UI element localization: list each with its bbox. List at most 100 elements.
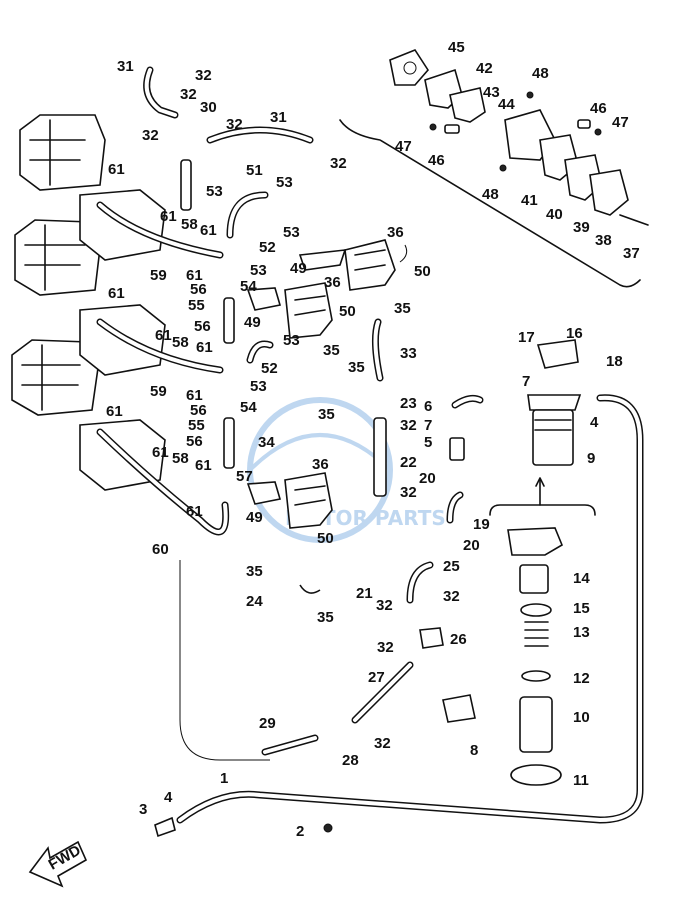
label-50c: 50	[317, 530, 334, 547]
label-44: 44	[498, 96, 515, 113]
label-5: 5	[424, 434, 432, 451]
label-39: 39	[573, 219, 590, 236]
label-35d: 35	[318, 406, 335, 423]
label-50a: 50	[414, 263, 431, 280]
label-35b: 35	[323, 342, 340, 359]
label-35c: 35	[348, 359, 365, 376]
label-51: 51	[246, 162, 263, 179]
label-32k: 32	[374, 735, 391, 752]
label-35e: 35	[246, 563, 263, 580]
label-13: 13	[573, 624, 590, 641]
label-33: 33	[400, 345, 417, 362]
label-56b: 56	[194, 318, 211, 335]
label-36b: 36	[324, 274, 341, 291]
leader-line	[399, 244, 408, 263]
label-49a: 49	[290, 260, 307, 277]
label-35f: 35	[317, 609, 334, 626]
label-40: 40	[546, 206, 563, 223]
label-49b: 49	[244, 314, 261, 331]
label-14: 14	[573, 570, 590, 587]
label-49c: 49	[246, 509, 263, 526]
label-55a: 55	[188, 297, 205, 314]
label-16: 16	[566, 325, 583, 342]
label-50b: 50	[339, 303, 356, 320]
label-37: 37	[623, 245, 640, 262]
label-41: 41	[521, 192, 538, 209]
label-28: 28	[342, 752, 359, 769]
label-32c: 32	[226, 116, 243, 133]
label-6: 6	[424, 398, 432, 415]
fuel-line-main	[154, 318, 644, 838]
label-10: 10	[573, 709, 590, 726]
pump-exploded-view	[339, 49, 649, 288]
label-26: 26	[450, 631, 467, 648]
label-35a: 35	[394, 300, 411, 317]
label-31b: 31	[270, 109, 287, 126]
label-2: 2	[296, 823, 304, 840]
label-32d: 32	[142, 127, 159, 144]
label-32e: 32	[330, 155, 347, 172]
label-53e: 53	[283, 332, 300, 349]
label-32b: 32	[180, 86, 197, 103]
label-47b: 47	[612, 114, 629, 131]
label-53a: 53	[206, 183, 223, 200]
label-61i: 61	[106, 403, 123, 420]
label-9: 9	[587, 450, 595, 467]
label-53c: 53	[283, 224, 300, 241]
label-32f: 32	[400, 417, 417, 434]
label-61f: 61	[155, 327, 172, 344]
label-61a: 61	[108, 161, 125, 178]
label-60: 60	[152, 541, 169, 558]
label-38: 38	[595, 232, 612, 249]
label-57: 57	[236, 468, 253, 485]
label-53b: 53	[276, 174, 293, 191]
label-24: 24	[246, 593, 263, 610]
label-32i: 32	[443, 588, 460, 605]
label-61l: 61	[186, 503, 203, 520]
label-52a: 52	[259, 239, 276, 256]
label-45: 45	[448, 39, 465, 56]
label-4b: 4	[590, 414, 599, 431]
fwd-arrow: FWD	[28, 840, 88, 888]
label-59b: 59	[150, 383, 167, 400]
filter-assembly	[442, 339, 596, 786]
fuel-pumps	[246, 239, 396, 529]
label-23: 23	[400, 395, 417, 412]
label-55b: 55	[188, 417, 205, 434]
label-61d: 61	[186, 267, 203, 284]
label-20b: 20	[463, 537, 480, 554]
label-52b: 52	[261, 360, 278, 377]
hoses-left	[96, 66, 314, 536]
label-27: 27	[368, 669, 385, 686]
label-53d: 53	[250, 262, 267, 279]
label-22: 22	[400, 454, 417, 471]
label-20: 20	[419, 470, 436, 487]
label-25: 25	[443, 558, 460, 575]
label-58a: 58	[181, 216, 198, 233]
label-54b: 54	[240, 399, 257, 416]
label-36c: 36	[312, 456, 329, 473]
label-53f: 53	[250, 378, 267, 395]
label-46b: 46	[590, 100, 607, 117]
label-43: 43	[483, 84, 500, 101]
label-31: 31	[117, 58, 134, 75]
label-61e: 61	[108, 285, 125, 302]
label-46a: 46	[428, 152, 445, 169]
label-61j: 61	[152, 444, 169, 461]
label-32h: 32	[376, 597, 393, 614]
carburetor-assembly	[11, 114, 166, 491]
label-48b: 48	[482, 186, 499, 203]
label-17: 17	[518, 329, 535, 346]
label-32a: 32	[195, 67, 212, 84]
label-47a: 47	[395, 138, 412, 155]
label-1: 1	[220, 770, 228, 787]
label-7: 7	[522, 373, 530, 390]
label-34: 34	[258, 434, 275, 451]
label-32g: 32	[400, 484, 417, 501]
label-4: 4	[164, 789, 173, 806]
label-48a: 48	[532, 65, 549, 82]
label-56c: 56	[190, 402, 207, 419]
label-61h: 61	[186, 387, 203, 404]
